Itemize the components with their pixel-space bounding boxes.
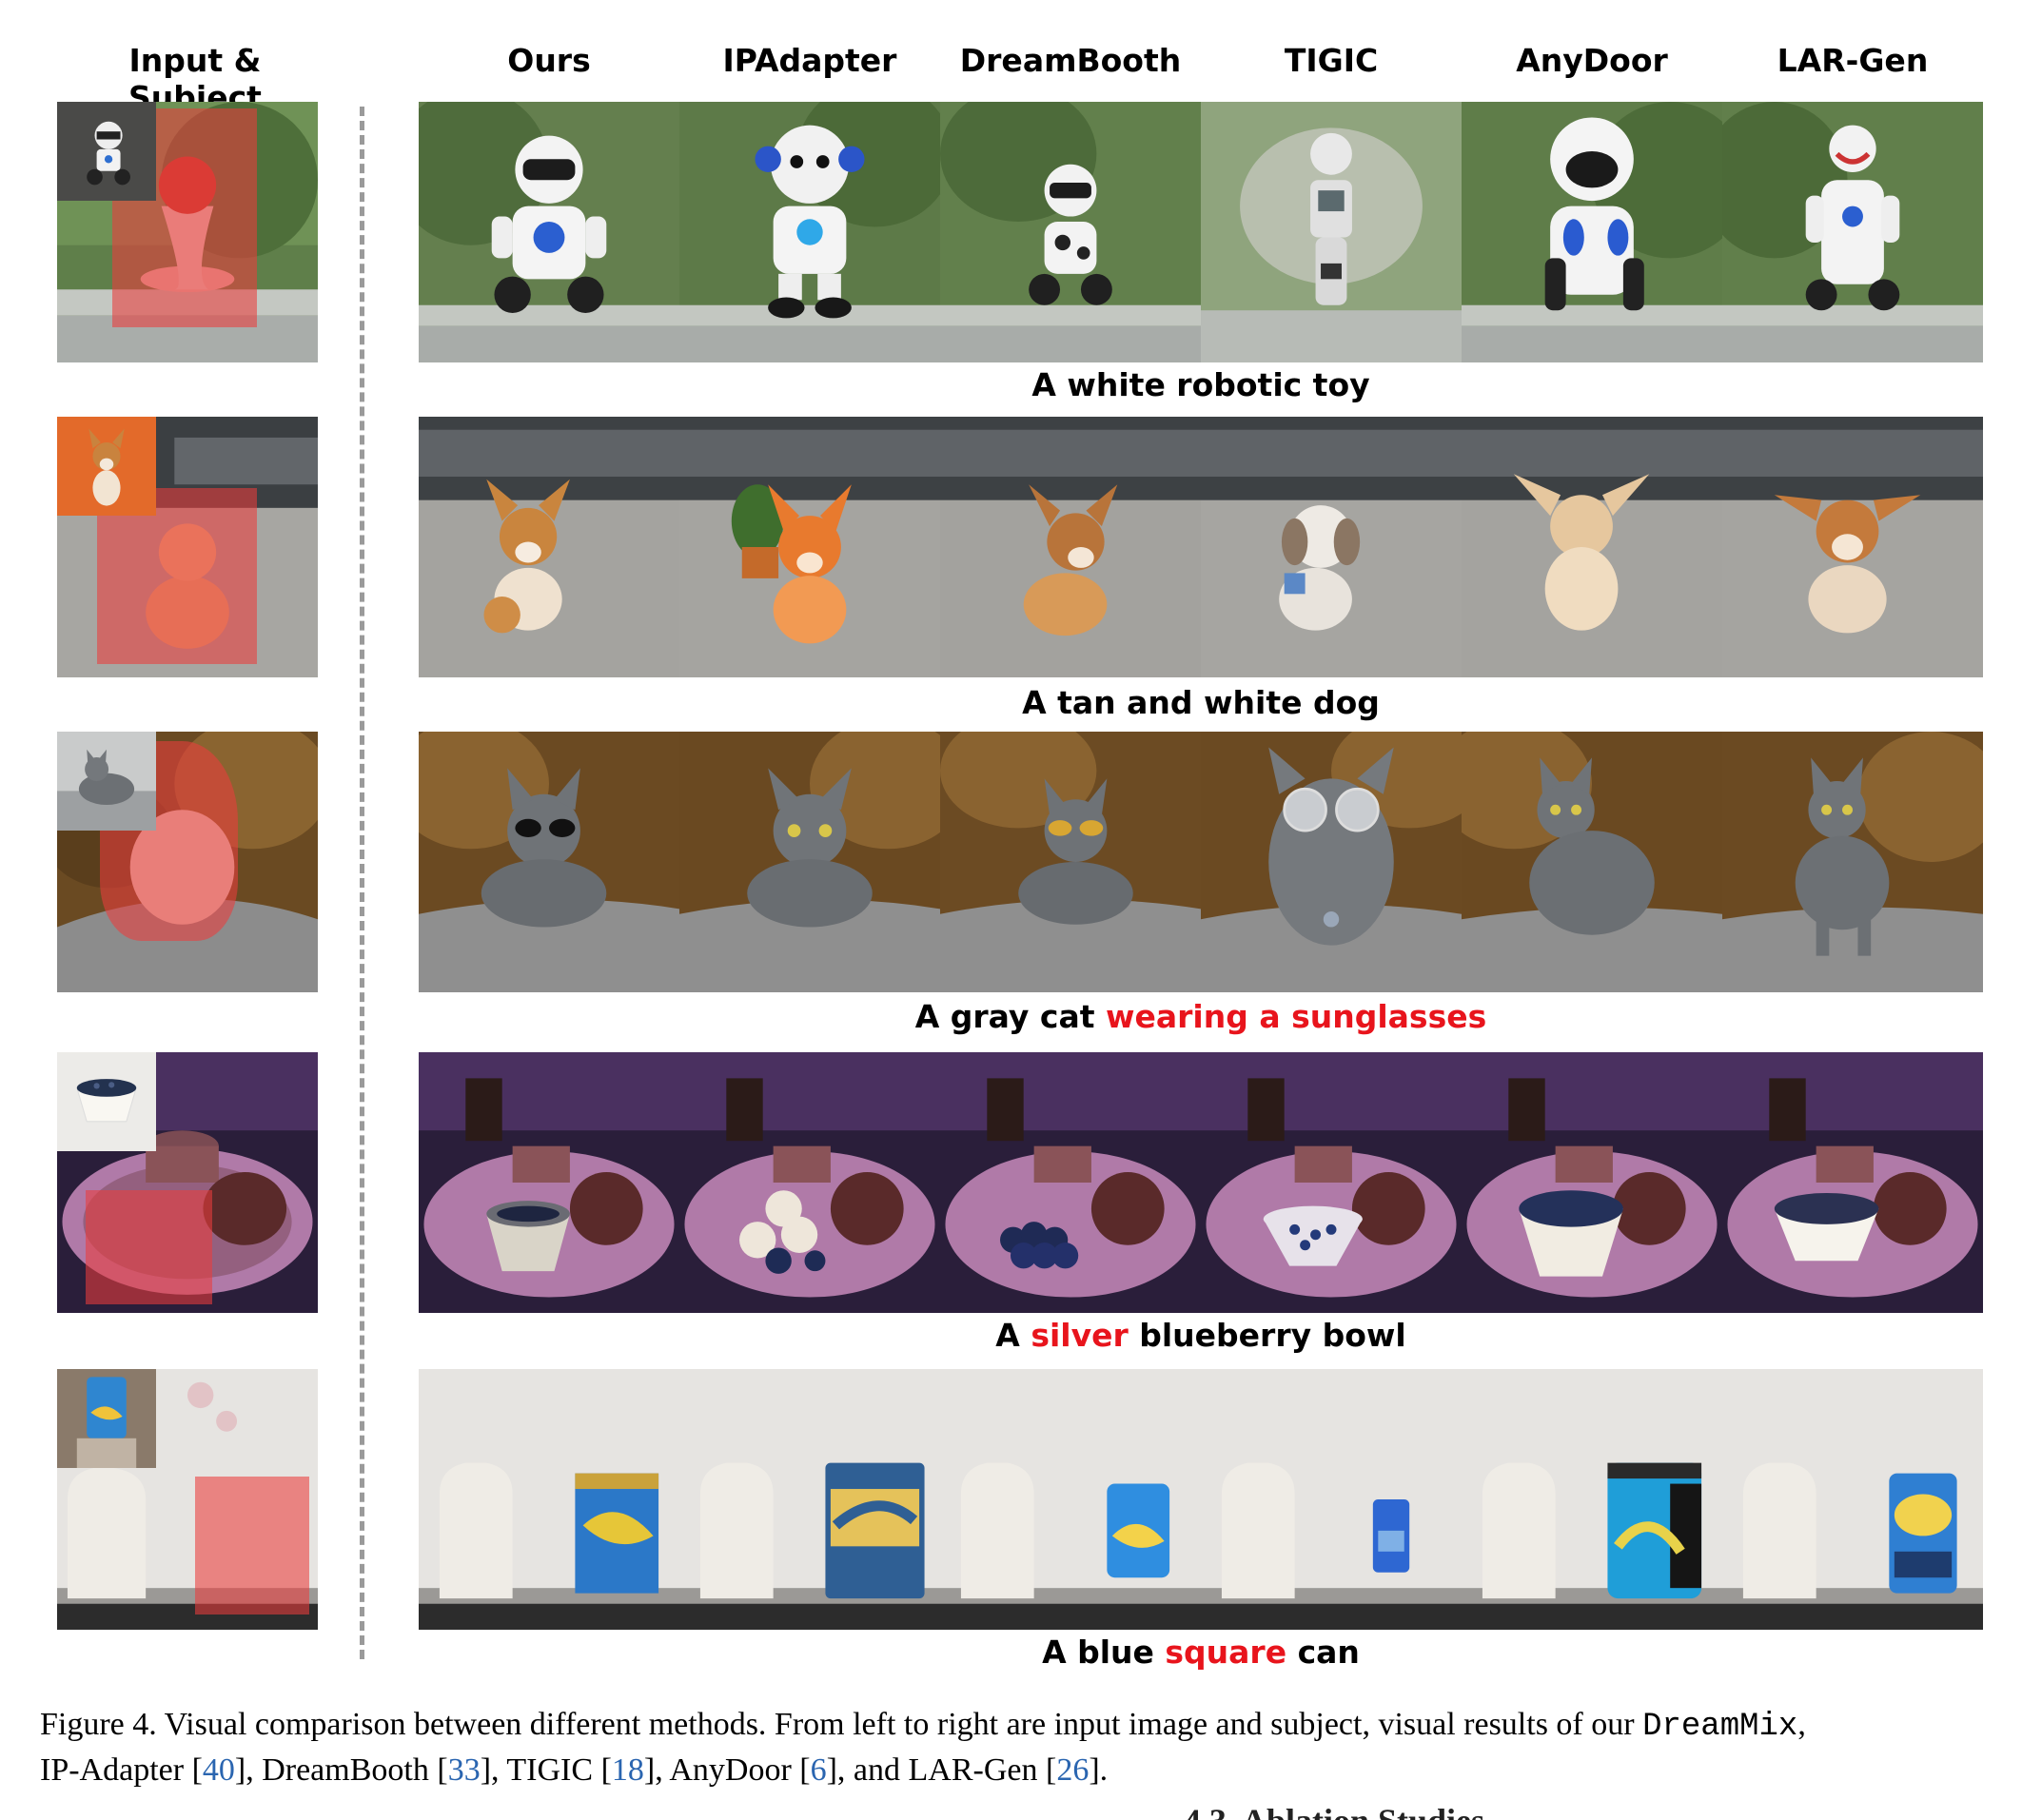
subject-inset-can [57,1369,156,1468]
result-tigic-can [1201,1369,1462,1630]
mask-region [195,1477,309,1615]
figure-text: , [1797,1707,1806,1742]
caption-text: A blue [1042,1634,1166,1671]
figure-label: Figure 4. [40,1707,157,1742]
result-dreambooth-can [940,1369,1201,1630]
result-ipadapter-robot [679,102,940,362]
caption-text: A [995,1317,1031,1354]
method-ref-name: DreamBooth [262,1752,429,1788]
subject-inset-dog [57,417,156,516]
result-anydoor-robot [1462,102,1722,362]
method-ref-name: IP-Adapter [40,1752,185,1788]
header-dreambooth: DreamBooth [959,42,1182,79]
input-image-can [57,1369,318,1630]
result-ipadapter-cat [679,732,940,992]
result-dreambooth-cat [940,732,1201,992]
caption-row-3: A gray cat wearing a sunglasses [419,998,1983,1035]
result-lar-gen-bowl [1722,1052,1983,1313]
result-ours-dog [419,417,679,677]
citation-link[interactable]: 26 [1056,1752,1090,1788]
result-lar-gen-robot [1722,102,1983,362]
subject-inset-bowl [57,1052,156,1151]
citation-link[interactable]: 6 [810,1752,827,1788]
result-ipadapter-can [679,1369,940,1630]
caption-highlight: wearing a sunglasses [1106,998,1487,1035]
result-ours-cat [419,732,679,992]
mask-region [97,488,257,664]
header-lar-gen: LAR-Gen [1777,42,1929,79]
input-image-robot [57,102,318,362]
result-anydoor-cat [1462,732,1722,992]
result-ours-robot [419,102,679,362]
citation-link[interactable]: 33 [447,1752,481,1788]
section-heading: 4.3. Ablation Studies [40,1803,2010,1820]
header-tigic: TIGIC [1284,42,1379,79]
result-tigic-cat [1201,732,1462,992]
caption-text: can [1286,1634,1360,1671]
input-image-dog [57,417,318,677]
result-ours-can [419,1369,679,1630]
result-lar-gen-dog [1722,417,1983,677]
next-section-heading-clipped: 4.3. Ablation Studies [40,1803,2010,1820]
result-ipadapter-dog [679,417,940,677]
result-anydoor-dog [1462,417,1722,677]
mask-region [86,1190,212,1304]
caption-text: A white robotic toy [1031,366,1370,403]
caption-text: A gray cat [914,998,1107,1035]
result-lar-gen-can [1722,1369,1983,1630]
caption-highlight: silver [1031,1317,1129,1354]
subject-inset-robot [57,102,156,201]
header-ipadapter: IPAdapter [722,42,897,79]
subject-inset-cat [57,732,156,831]
header-anydoor: AnyDoor [1516,42,1668,79]
result-dreambooth-dog [940,417,1201,677]
caption-highlight: square [1165,1634,1287,1671]
caption-row-2: A tan and white dog [419,684,1983,721]
result-lar-gen-cat [1722,732,1983,992]
result-ours-bowl [419,1052,679,1313]
result-tigic-dog [1201,417,1462,677]
caption-row-1: A white robotic toy [419,366,1983,403]
header-input-subject: Input & Subject [128,42,262,116]
column-divider [360,107,364,1659]
result-anydoor-can [1462,1369,1722,1630]
figure-text: Visual comparison between different meth… [156,1707,1643,1742]
method-ref-name: AnyDoor [669,1752,792,1788]
caption-row-5: A blue square can [419,1634,1983,1671]
caption-text: A tan and white dog [1022,684,1380,721]
caption-text: blueberry bowl [1128,1317,1406,1354]
result-ipadapter-bowl [679,1052,940,1313]
input-image-bowl [57,1052,318,1313]
method-ref-name: TIGIC [506,1752,594,1788]
method-ref-name: LAR-Gen [908,1752,1038,1788]
result-dreambooth-robot [940,102,1201,362]
result-tigic-bowl [1201,1052,1462,1313]
caption-row-4: A silver blueberry bowl [419,1317,1983,1354]
result-anydoor-bowl [1462,1052,1722,1313]
citation-link[interactable]: 40 [202,1752,235,1788]
method-name: DreamMix [1642,1709,1798,1745]
citation-link[interactable]: 18 [611,1752,644,1788]
result-dreambooth-bowl [940,1052,1201,1313]
figure-caption: Figure 4. Visual comparison between diff… [40,1707,1806,1788]
result-tigic-robot [1201,102,1462,362]
input-image-cat [57,732,318,992]
header-ours: Ours [507,42,591,79]
